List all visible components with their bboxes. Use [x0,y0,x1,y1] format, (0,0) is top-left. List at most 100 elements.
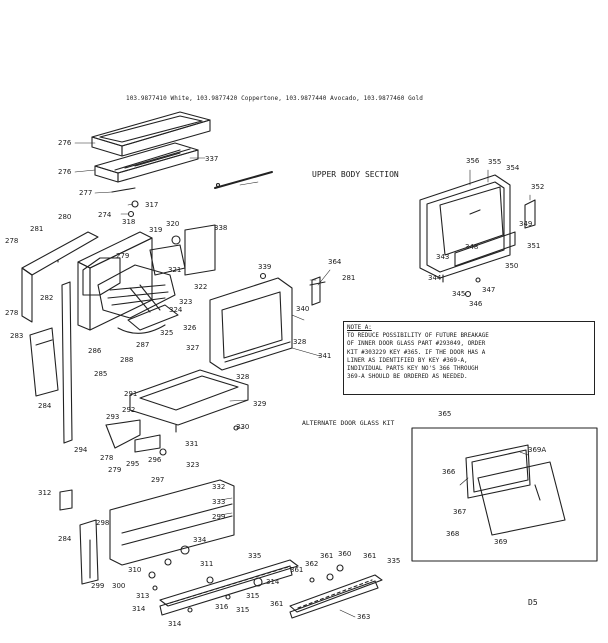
part-number: 315 [236,606,250,614]
part-number: 349 [519,220,533,228]
part-number: 320 [166,220,180,228]
oven-body-drawing [77,224,216,334]
part-number: 354 [506,164,520,172]
part-number: 351 [527,242,541,250]
part-number: 331 [185,440,199,448]
part-number: 323 [179,298,193,306]
note-a-box: NOTE A: TO REDUCE POSSIBILITY OF FUTURE … [343,321,595,395]
page-number: D5 [528,598,538,607]
part-number: 350 [505,262,519,270]
upper-door-drawing [419,174,536,298]
part-number: 299 [212,513,226,521]
part-number: 348 [465,243,479,251]
side-panel-drawing [21,231,99,323]
alt-kit-box-drawing [411,427,598,562]
part-number: 361 [320,552,334,560]
part-number: 356 [466,157,480,165]
part-number: 343 [436,253,450,261]
part-number: 325 [160,329,174,337]
part-number: 274 [98,211,112,219]
part-number: 333 [212,498,226,506]
part-number: 313 [136,592,150,600]
trim-strips-drawing [29,281,73,444]
part-number: 367 [453,508,467,516]
note-line: OF INNER DOOR GLASS PART #293049, ORDER [347,341,486,348]
part-number: 340 [296,305,310,313]
part-number: 285 [94,370,108,378]
part-number: 311 [200,560,214,568]
part-number: 295 [126,460,140,468]
part-number: 276 [58,168,72,176]
knob-hardware-drawing [148,545,344,613]
part-number: 335 [387,557,401,565]
note-line: LINER AS IDENTIFIED BY KEY #369-A, [347,357,468,364]
part-number: 278 [100,454,114,462]
part-number: 319 [149,226,163,234]
note-line: TO REDUCE POSSIBILITY OF FUTURE BREAKAGE [347,333,489,340]
part-number: 316 [215,603,229,611]
part-number: 298 [96,519,110,527]
part-number: 324 [169,306,183,314]
part-number: 294 [74,446,88,454]
part-number: 368 [446,530,460,538]
control-panel-drawing [59,479,235,585]
part-number: 335 [248,552,262,560]
part-number: 341 [318,352,332,360]
part-number: 323 [186,461,200,469]
part-number: 352 [531,183,545,191]
part-number: 360 [338,550,352,558]
part-number: 300 [112,582,126,590]
note-line: KIT #303229 KEY #365. IF THE DOOR HAS A [347,349,486,356]
part-number: 364 [328,258,342,266]
part-number: 281 [30,225,44,233]
part-number: 366 [442,468,456,476]
part-number: 334 [193,536,207,544]
part-number: 284 [58,535,72,543]
part-number: 287 [136,341,150,349]
part-number: 361 [363,552,377,560]
part-number: 332 [212,483,226,491]
part-number: 318 [122,218,136,226]
part-number: 369 [494,538,508,546]
part-number: 314 [168,620,182,628]
alt-kit-label: ALTERNATE DOOR GLASS KIT [302,419,395,427]
part-number: 347 [482,286,496,294]
part-number: 314 [266,578,280,586]
part-number: 321 [168,266,182,274]
part-number: 326 [183,324,197,332]
part-number: 361 [290,566,304,574]
burner-rails-drawing [159,559,383,619]
part-number: 310 [128,566,142,574]
part-number: 291 [124,390,138,398]
note-title: NOTE A: [347,325,372,331]
part-number: 317 [145,201,159,209]
part-number: 283 [10,332,24,340]
model-numbers-header: 103.9877410 White, 103.9877420 Copperton… [126,95,423,102]
part-number: 322 [194,283,208,291]
part-number: 365 [438,410,452,418]
part-number: 312 [38,489,52,497]
part-number: 296 [148,456,162,464]
part-number: 299 [91,582,105,590]
part-number: 346 [469,300,483,308]
part-number: 328 [293,338,307,346]
part-number: 361 [270,600,284,608]
part-number: 355 [488,158,502,166]
part-number: 284 [38,402,52,410]
door-frame-drawing [209,272,326,371]
part-number: 327 [186,344,200,352]
part-number: 277 [79,189,93,197]
leader-lines [74,142,531,618]
part-number: 330 [236,423,250,431]
part-number: 292 [122,406,136,414]
part-number: 362 [305,560,319,568]
part-number: 293 [106,413,120,421]
part-number: 338 [214,224,228,232]
section-title: UPPER BODY SECTION [312,170,399,179]
part-number: 282 [40,294,54,302]
part-number: 315 [246,592,260,600]
part-number: 337 [205,155,219,163]
note-line: INDIVIDUAL PARTS KEY NO'S 366 THROUGH [347,366,479,373]
part-number: 276 [58,139,72,147]
